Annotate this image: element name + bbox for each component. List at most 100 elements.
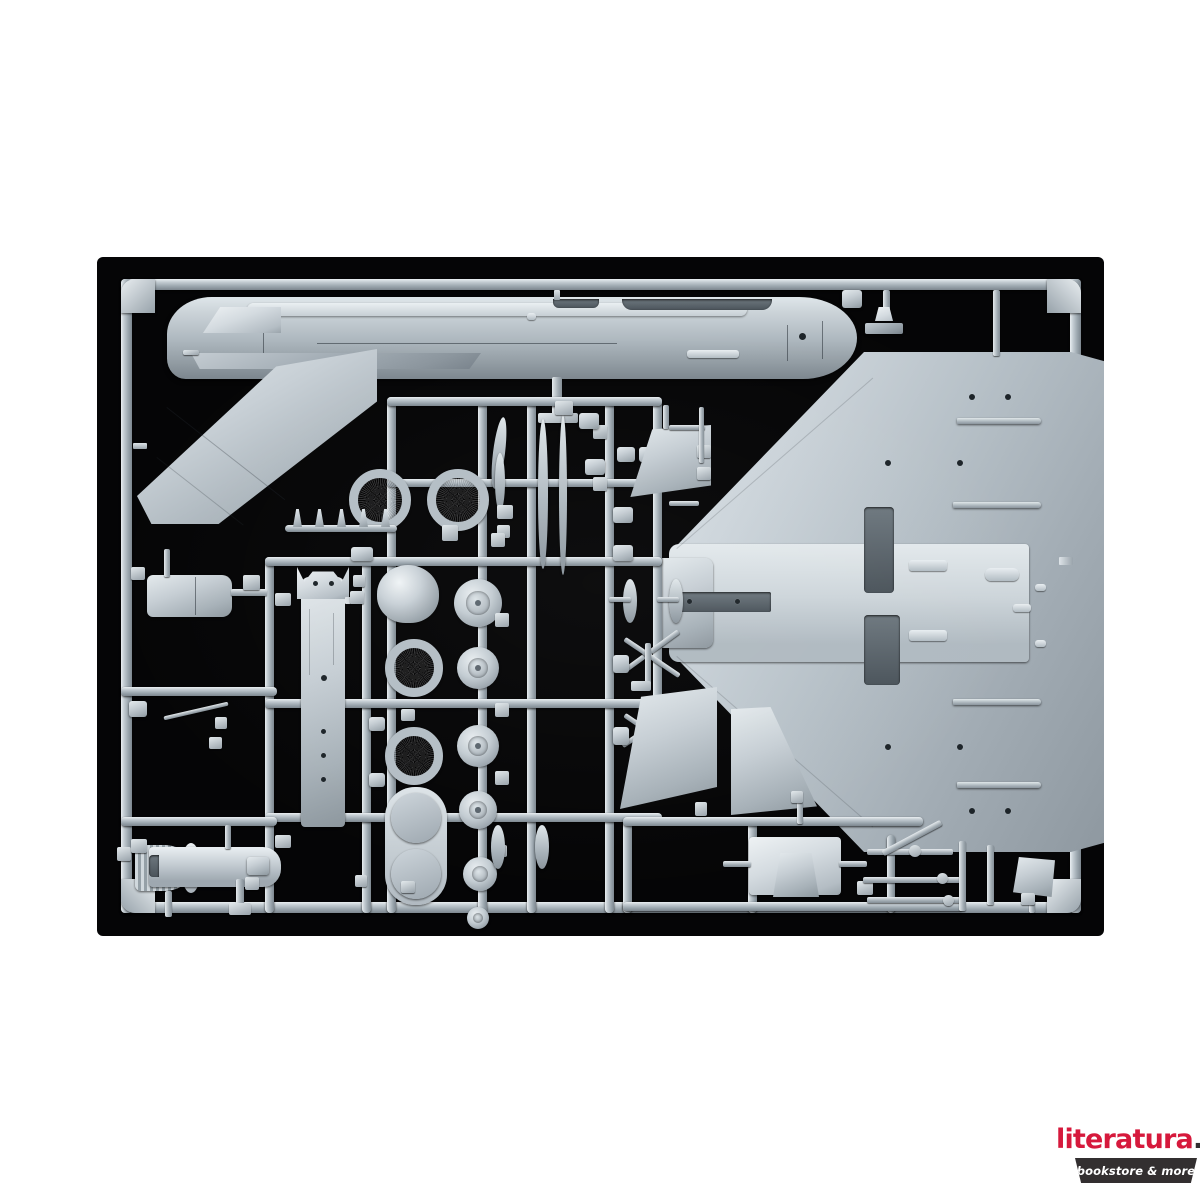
- part-radome: [377, 565, 439, 623]
- nub-wheel-runner-1: [442, 525, 458, 541]
- wing-fence-upper-2: [953, 502, 1041, 508]
- external-tank-channel: [149, 855, 159, 877]
- nub-gear-door-flap: [1021, 893, 1035, 905]
- part-seat-base: [865, 323, 903, 334]
- nub-lower-canard: [695, 802, 707, 816]
- part-small-plate-1: [613, 507, 633, 523]
- part-ejection-seat: [875, 307, 893, 321]
- airframe-nose-pin-1: [687, 599, 692, 604]
- nub-pylon-5: [593, 477, 607, 491]
- sprue-runner-h8: [623, 902, 963, 911]
- part-wheel-hub-1: [454, 579, 502, 627]
- nub-runner-1: [275, 593, 291, 606]
- watermark-literatura-mk[interactable]: literatura.mk bookstore & more: [1046, 1118, 1200, 1196]
- nub-runner-5: [245, 877, 259, 890]
- sprue-runner-v1: [265, 557, 274, 913]
- part-disc-plate-2: [391, 849, 441, 899]
- cockpit-tub-hole-3: [321, 675, 327, 681]
- fuselage-nose-port: [799, 333, 806, 340]
- wing-locating-hole-8: [1005, 808, 1011, 814]
- fuselage-cockpit-cutout: [622, 299, 772, 310]
- cockpit-tub-hole-2: [329, 581, 334, 586]
- airframe-panel-small-2: [1035, 640, 1046, 647]
- airframe-panel-mid: [1013, 604, 1031, 612]
- nub-runner-7: [697, 467, 711, 480]
- fuselage-antenna-base: [527, 313, 536, 320]
- gate-left-wing: [133, 443, 147, 449]
- watermark-word-primary: literatura: [1056, 1124, 1194, 1155]
- gate-intake-duct: [164, 549, 170, 577]
- gate-ejection-seat: [883, 290, 890, 316]
- part-small-lever-5: [381, 509, 390, 527]
- nub-exhaust: [117, 847, 131, 861]
- part-gear-strut-c: [867, 897, 961, 903]
- part-gear-strut-b: [863, 877, 961, 883]
- wheel-hub-pin-1: [474, 599, 482, 607]
- sprue-runner-h9: [387, 479, 662, 487]
- part-box-1: [247, 857, 269, 875]
- part-small-plate-5: [579, 413, 599, 429]
- wheel-hub-pin-4: [475, 807, 481, 813]
- sprue-runner-h3: [265, 699, 662, 708]
- airframe-gear-bay-upper: [864, 507, 894, 593]
- nub-wheel-runner-7: [401, 709, 415, 721]
- strut-thin-1: [669, 425, 705, 430]
- wing-fence-upper-1: [957, 418, 1041, 424]
- part-small-lever-3: [337, 509, 346, 527]
- part-clamp-3: [369, 773, 385, 787]
- gate-fuselage-foot: [538, 413, 578, 423]
- wing-locating-hole-6: [957, 744, 963, 750]
- sprue-runner-v6: [605, 397, 614, 913]
- part-pylon-2: [559, 415, 567, 575]
- gate-airframe-bottom: [987, 845, 994, 905]
- wing-locating-hole-5: [885, 744, 891, 750]
- fuselage-intake-lip: [687, 350, 739, 358]
- part-main-tire-4: [385, 727, 443, 785]
- cockpit-tub-hole-4: [321, 729, 326, 734]
- nub-wheel-runner-3: [495, 613, 509, 627]
- cockpit-tub-head: [297, 567, 349, 599]
- part-small-plate-3: [613, 655, 629, 673]
- gate-fuselage-top: [554, 290, 560, 300]
- nub-intake-duct: [243, 575, 260, 590]
- gate-upper-canard: [663, 405, 669, 429]
- fuselage-panel-line-4: [822, 321, 823, 359]
- sprue-runner-h6: [121, 687, 277, 696]
- part-main-tire-2: [427, 469, 489, 531]
- nub-runner-3: [131, 839, 147, 853]
- wheel-hub-pin-2: [475, 665, 481, 671]
- airframe-nose-pin-2: [735, 599, 740, 604]
- nub-wheel-runner-4: [495, 703, 509, 717]
- part-missile-fin-2: [495, 453, 505, 511]
- part-pylon-1: [538, 419, 548, 569]
- pitot-tube-base: [215, 717, 227, 729]
- part-fin-oval-4: [535, 825, 549, 869]
- sprue-photograph: A2-B-4N: [97, 257, 1104, 936]
- watermark-wordmark: literatura.mk: [1056, 1126, 1200, 1153]
- sprue-frame-bottom: [121, 902, 1081, 913]
- part-small-wheel: [467, 907, 489, 929]
- nub-pylon-2: [491, 533, 505, 547]
- part-clamp-1: [351, 547, 373, 561]
- sprue-frame-left: [121, 279, 132, 913]
- sprue-corner-tl: [121, 279, 155, 313]
- nub-pitot: [209, 737, 222, 749]
- strut-thin-2: [669, 501, 699, 506]
- part-small-plate-4: [613, 727, 629, 745]
- fuselage-cockpit-cutout-2: [553, 299, 599, 308]
- part-intake-duct: [147, 575, 232, 617]
- sprue-runner-v8: [623, 817, 632, 913]
- nub-cockpit-tub: [350, 591, 364, 604]
- airframe-panel-small-1: [1035, 584, 1046, 591]
- nub-small-2: [355, 875, 367, 887]
- nub-runner-4: [131, 567, 145, 580]
- gate-tail-fin: [797, 802, 803, 824]
- airframe-nose-bay: [679, 592, 771, 612]
- part-lower-airframe: [653, 352, 1104, 852]
- part-wheel-hub-3: [457, 725, 499, 767]
- part-gear-door-flap: [1013, 857, 1055, 897]
- part-main-tire-3: [385, 639, 443, 697]
- gate-airframe-top: [993, 290, 1000, 356]
- part-box-2: [129, 701, 147, 717]
- part-small-lever-2: [315, 509, 324, 527]
